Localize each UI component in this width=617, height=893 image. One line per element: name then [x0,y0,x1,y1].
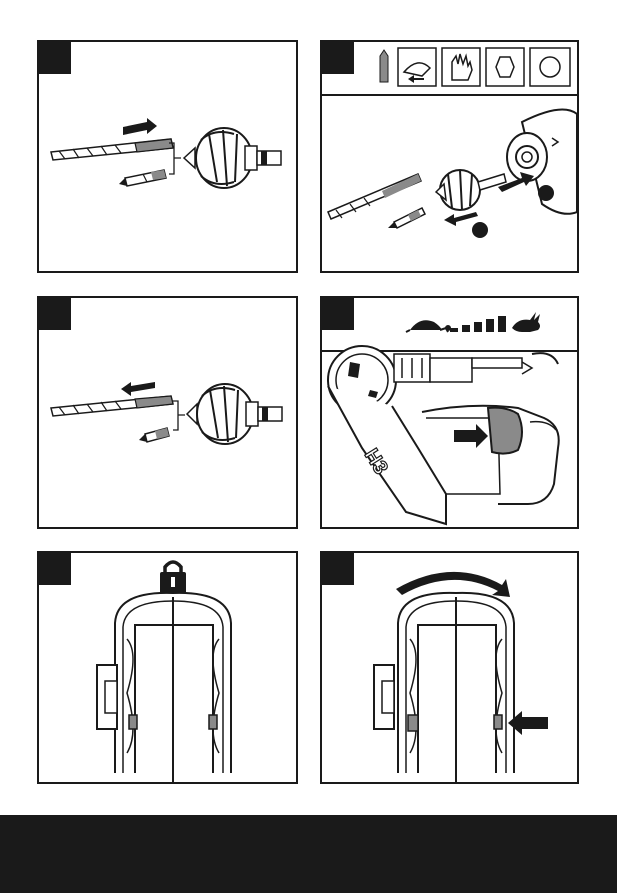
lock-button-left [408,715,418,731]
step-marker-2 [472,222,488,238]
turtle-icon [406,320,451,332]
speed-level-bars [450,316,506,332]
figure-panel-6 [320,551,579,784]
drill-body-icon [328,346,559,524]
lock-button-left [129,715,137,729]
rabbit-icon [512,312,540,332]
bit-insert-illustration [39,42,296,271]
footer-text [0,815,1,816]
drill-bit-icon [380,50,388,82]
page-footer-bar [0,815,617,893]
figure-panel-4: H3 [320,296,579,529]
drill-bit-icon [51,139,173,160]
figure-panel-2 [320,40,579,273]
drill-bit-icon [51,396,173,416]
screwdriver-bit-icon [388,208,425,228]
bit-insert-drill-illustration [322,42,577,271]
chuck-icon [184,128,281,188]
lock-chuck-illustration [39,553,296,782]
hex-shank-icon [496,57,514,77]
lock-button-right [209,715,217,729]
direction-arrow-icon [121,382,155,396]
round-shank-icon [540,57,560,77]
trigger-icon [488,408,522,454]
direction-arrow-icon [123,118,157,135]
screwdriver-bit-icon [119,170,166,186]
chuck-icon [187,384,282,444]
bit-remove-illustration [39,298,296,527]
drill-top-view-icon [97,593,231,782]
drill-top-view-icon [374,593,514,782]
pull-arrow-icon [444,212,478,226]
push-arrow-icon [454,424,488,448]
lock-button-right [494,715,502,729]
screwdriver-bit-icon [139,428,169,442]
step-marker-1 [538,185,554,201]
rotate-chuck-illustration [322,553,577,782]
figure-panel-5 [37,551,298,784]
drill-bit-icon [328,174,421,219]
figure-panel-3 [37,296,298,529]
speed-trigger-illustration: H3 [322,298,577,527]
padlock-icon [160,562,186,594]
chuck-icon [436,170,506,210]
figure-panel-1 [37,40,298,273]
